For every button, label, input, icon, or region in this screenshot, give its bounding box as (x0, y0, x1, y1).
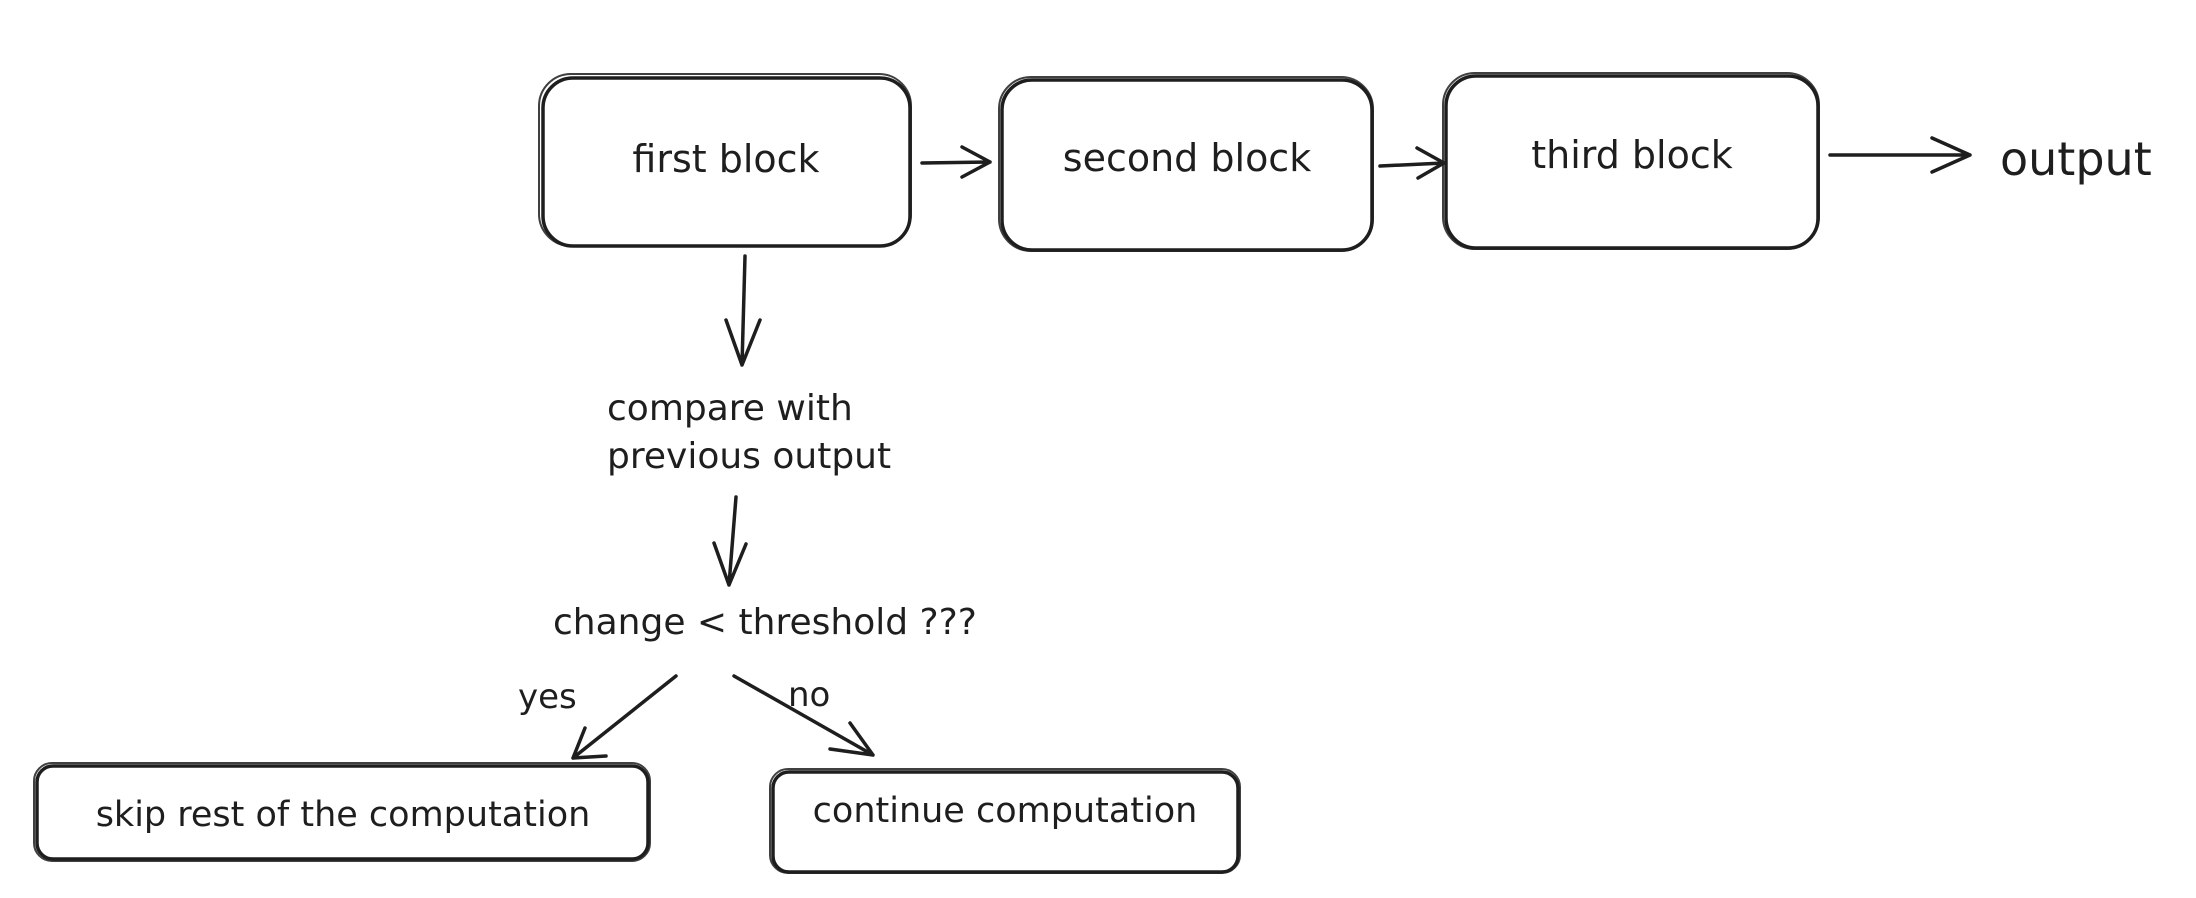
arrow-yes-branch (571, 674, 678, 760)
skip-box-sketch-stroke (33, 762, 651, 862)
arrow-first-to-second (920, 145, 992, 179)
first-block: first block (538, 73, 912, 248)
skip-box-label: skip rest of the computation (96, 795, 591, 835)
skip-box: skip rest of the computation (33, 762, 651, 862)
second-block-sketch-stroke (998, 76, 1374, 252)
first-block-sketch-stroke (538, 73, 912, 247)
third-block: third block (1442, 72, 1820, 250)
skip-box-shape (35, 764, 650, 861)
arrow-third-to-output (1828, 136, 1972, 174)
compare-label-line2: previous output (607, 436, 891, 477)
second-block: second block (998, 76, 1374, 252)
compare-label-line1: compare with (607, 388, 853, 429)
no-label: no (788, 675, 830, 715)
continue-box: continue computation (769, 768, 1241, 874)
arrow-compare-to-condition (712, 495, 748, 587)
yes-label: yes (518, 677, 577, 717)
continue-box-label: continue computation (813, 791, 1198, 831)
arrow-no-branch (732, 674, 875, 757)
output-label: output (2000, 132, 2152, 186)
arrow-second-to-third (1378, 146, 1446, 180)
condition-label: change < threshold ??? (553, 602, 977, 643)
arrow-first-to-compare (724, 254, 762, 367)
first-block-label: first block (632, 137, 819, 181)
third-block-label: third block (1531, 133, 1733, 177)
continue-box-sketch-stroke (769, 768, 1241, 874)
second-block-label: second block (1063, 136, 1311, 180)
